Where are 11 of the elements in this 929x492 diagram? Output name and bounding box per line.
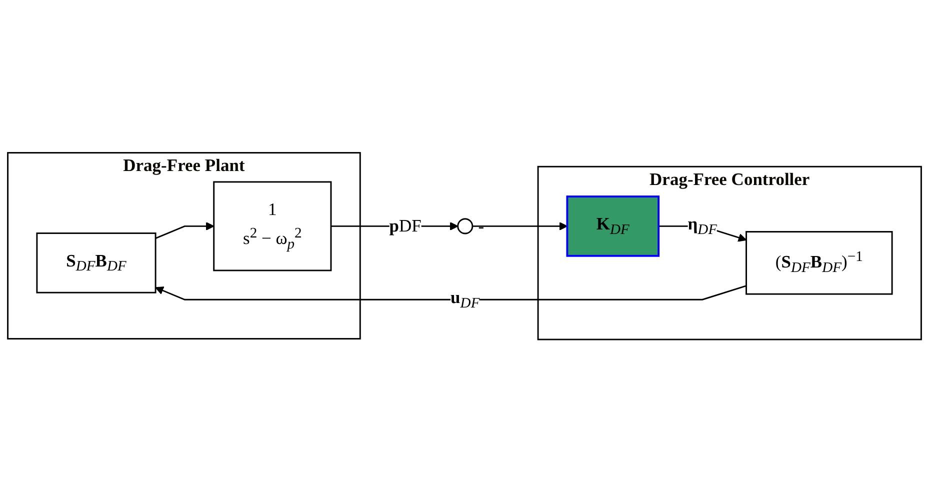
node-box: K$_{DF}$ (566, 195, 660, 257)
arrow (155, 222, 214, 239)
node-box: S$_{DF}$B$_{DF}$ (36, 232, 156, 294)
node-box: (S$_{DF}$B$_{DF}$)$^{−1}$ (746, 230, 893, 295)
node-circle (457, 218, 474, 234)
arrow (472, 222, 568, 230)
edge-label: η$_{DF}$ (688, 214, 718, 238)
arrow (155, 285, 746, 300)
edge-label: pDF (389, 216, 422, 236)
edge-label: u$_{DF}$ (450, 287, 480, 312)
sign-label: - (478, 216, 484, 236)
